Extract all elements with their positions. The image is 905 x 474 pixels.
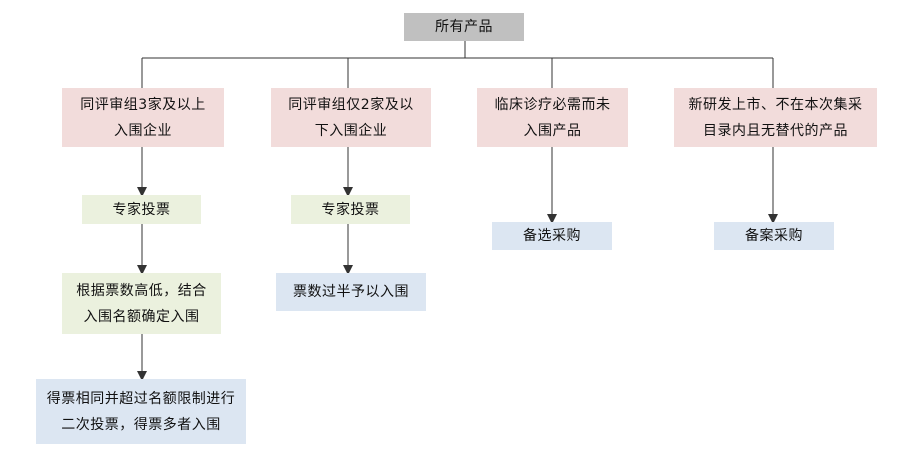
branch2-vote-step: 专家投票 xyxy=(291,195,410,224)
branch1-rank-step: 根据票数高低，结合 入围名额确定入围 xyxy=(62,273,221,334)
branch1-vote-step: 专家投票 xyxy=(82,195,201,224)
branch3-standby-outcome: 备选采购 xyxy=(492,222,612,250)
category-node-2: 同评审组仅2家及以 下入围企业 xyxy=(271,88,431,147)
category-node-4: 新研发上市、不在本次集采 目录内且无替代的产品 xyxy=(674,88,877,147)
branch4-filing-outcome: 备案采购 xyxy=(714,222,834,250)
root-node: 所有产品 xyxy=(404,13,524,41)
category-node-1: 同评审组3家及以上 入围企业 xyxy=(62,88,224,147)
category-node-3: 临床诊疗必需而未 入围产品 xyxy=(477,88,628,147)
branch1-revote-outcome: 得票相同并超过名额限制进行 二次投票，得票多者入围 xyxy=(36,379,246,444)
branch2-majority-outcome: 票数过半予以入围 xyxy=(276,273,426,311)
